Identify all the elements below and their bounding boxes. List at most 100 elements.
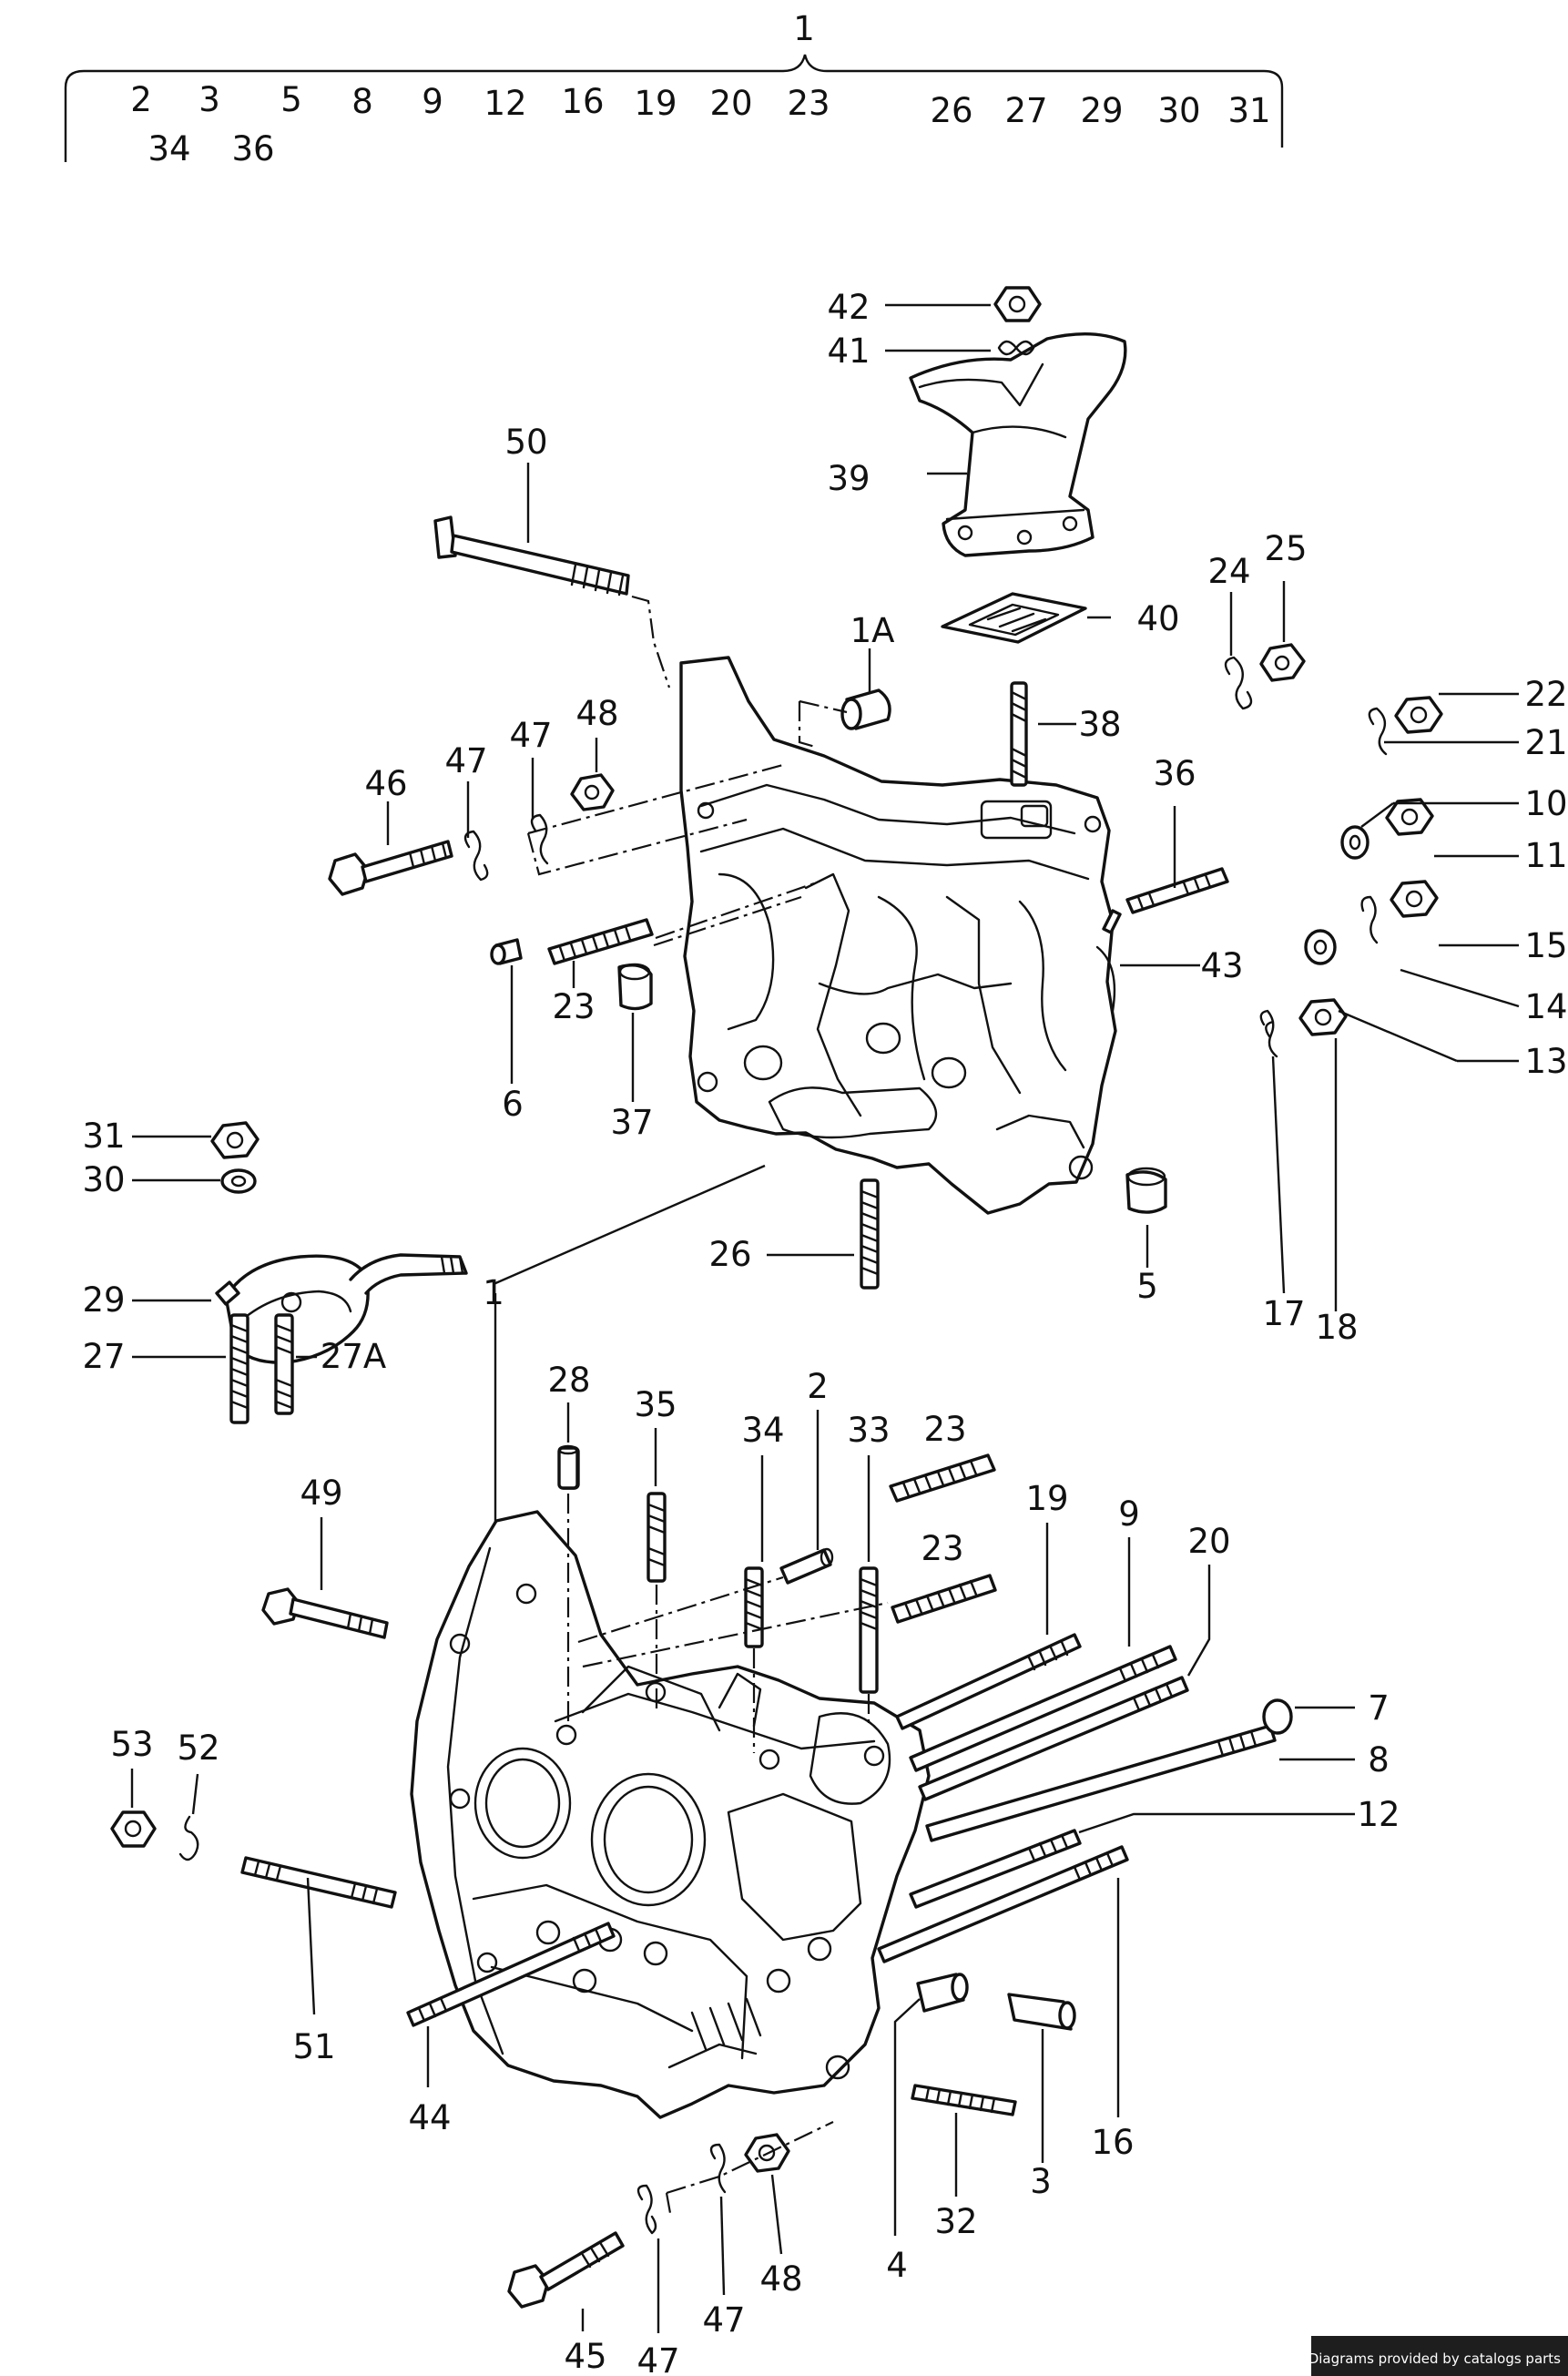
callout-label: 4 bbox=[886, 2246, 908, 2285]
callout-label: 1 bbox=[483, 1273, 504, 1312]
bolt-icon bbox=[433, 515, 630, 597]
stud-icon bbox=[911, 2084, 1017, 2116]
callout-label: 46 bbox=[364, 764, 407, 803]
oil-filler-neck bbox=[909, 332, 1127, 557]
lock-washer-icon bbox=[997, 340, 1035, 356]
hex-nut-icon bbox=[110, 1810, 157, 1848]
callout-label: 6 bbox=[502, 1085, 524, 1124]
dowel-icon bbox=[490, 938, 523, 965]
callout-label: 45 bbox=[564, 2337, 606, 2376]
assembly-row1-item: 9 bbox=[422, 82, 443, 121]
assembly-row2: 34 36 bbox=[148, 129, 274, 168]
lock-washer-icon bbox=[636, 2143, 727, 2235]
dowel-icon bbox=[557, 1444, 579, 1490]
callout-label: 47 bbox=[702, 2300, 745, 2340]
callout-label: 53 bbox=[110, 1725, 153, 1764]
plug-icon bbox=[840, 688, 891, 730]
callout-label: 2 bbox=[807, 1367, 829, 1406]
assembly-row1-item: 16 bbox=[561, 82, 604, 121]
callout-label: 16 bbox=[1091, 2123, 1134, 2162]
callout-label: 37 bbox=[610, 1103, 653, 1142]
callout-label: 47 bbox=[636, 2341, 679, 2376]
assembly-row2-item: 36 bbox=[231, 129, 274, 168]
callout-label: 12 bbox=[1357, 1795, 1400, 1834]
assembly-row1-item: 12 bbox=[484, 84, 526, 123]
hardware-right-cluster bbox=[1224, 643, 1443, 1058]
callout-label: 49 bbox=[300, 1474, 342, 1513]
assembly-row1: 2 3 5 8 9 12 16 19 20 23 26 27 29 30 31 bbox=[130, 80, 1270, 130]
callout-label: 9 bbox=[1118, 1494, 1140, 1534]
assembly-row1-item: 26 bbox=[930, 91, 972, 130]
stud-icon bbox=[240, 1856, 397, 1909]
callout-label: 23 bbox=[921, 1529, 963, 1568]
stud-icon bbox=[889, 1453, 997, 1624]
callout-label: 23 bbox=[552, 987, 595, 1026]
callout-label: 44 bbox=[408, 2098, 451, 2137]
assembly-row2-item: 34 bbox=[148, 129, 190, 168]
callout-label: 11 bbox=[1524, 836, 1567, 875]
callout-label: 33 bbox=[847, 1411, 890, 1450]
assembly-row1-item: 3 bbox=[199, 80, 220, 119]
assembly-row1-item: 19 bbox=[634, 84, 677, 123]
callout-label: 50 bbox=[504, 423, 547, 462]
o-ring-icon bbox=[1262, 1698, 1293, 1735]
callout-label: 7 bbox=[1368, 1688, 1390, 1728]
lock-washer-icon bbox=[463, 813, 549, 882]
assembly-row1-item: 2 bbox=[130, 80, 152, 119]
callout-label: 40 bbox=[1136, 599, 1179, 638]
assembly-lines bbox=[526, 595, 889, 2214]
callout-label: 43 bbox=[1200, 946, 1243, 985]
callout-label: 19 bbox=[1025, 1479, 1068, 1518]
stud-icon bbox=[1125, 867, 1229, 914]
callout-label: 26 bbox=[708, 1235, 751, 1274]
lock-washer-icon bbox=[1265, 1020, 1275, 1038]
callout-label: 27 bbox=[82, 1337, 125, 1376]
callout-label: 35 bbox=[634, 1385, 677, 1424]
assembly-row1-item: 20 bbox=[709, 84, 752, 123]
dowel-icon bbox=[1102, 909, 1122, 934]
long-studs bbox=[877, 1633, 1277, 1963]
callout-label: 22 bbox=[1524, 675, 1567, 714]
callout-label: 42 bbox=[827, 288, 870, 327]
stud-icon bbox=[229, 1313, 294, 1424]
filler-gasket bbox=[941, 592, 1087, 644]
callout-label: 21 bbox=[1524, 723, 1567, 762]
callout-label: 17 bbox=[1262, 1294, 1305, 1333]
dowel-icon bbox=[779, 1547, 834, 1585]
callout-label: 30 bbox=[82, 1160, 125, 1199]
stud-icon bbox=[1010, 681, 1028, 787]
callout-label: 36 bbox=[1153, 754, 1196, 793]
callout-label: 51 bbox=[292, 2027, 335, 2066]
callout-label: 8 bbox=[1368, 1740, 1390, 1779]
crankcase-half-right bbox=[679, 656, 1117, 1215]
callout-label: 10 bbox=[1524, 784, 1567, 823]
credit-banner: Diagrams provided by catalogs parts bbox=[1308, 2336, 1568, 2376]
stud-icon bbox=[547, 918, 654, 965]
callout-label: 25 bbox=[1264, 529, 1307, 568]
bolt-icon bbox=[261, 1587, 389, 1639]
callout-label: 27A bbox=[321, 1337, 386, 1376]
callout-label: 38 bbox=[1078, 705, 1121, 744]
hex-nut-icon bbox=[210, 1121, 260, 1159]
callout-label: 41 bbox=[827, 331, 870, 371]
plug-icon bbox=[1125, 1167, 1167, 1214]
assembly-row1-item: 31 bbox=[1227, 91, 1270, 130]
assembly-row1-item: 8 bbox=[351, 82, 373, 121]
crankcase-half-left bbox=[410, 1510, 931, 2119]
leader-lines bbox=[130, 303, 1520, 2333]
callouts: 42 41 39 40 50 1A 38 24 25 22 21 10 11 1… bbox=[82, 288, 1567, 2376]
oil-pickup-pipe bbox=[215, 1253, 468, 1364]
callout-label: 48 bbox=[759, 2259, 802, 2299]
stud-icon bbox=[406, 1922, 616, 2027]
stud-icon bbox=[860, 1178, 880, 1290]
callout-label: 14 bbox=[1524, 987, 1567, 1026]
assembly-row1-item: 23 bbox=[787, 84, 830, 123]
assembly-main-number: 1 bbox=[793, 9, 815, 48]
bolt-icon bbox=[507, 2231, 625, 2309]
flat-washer-icon bbox=[220, 1168, 257, 1194]
assembly-row1-item: 30 bbox=[1157, 91, 1200, 130]
callout-label: 23 bbox=[923, 1410, 966, 1449]
callout-label: 47 bbox=[509, 716, 552, 755]
